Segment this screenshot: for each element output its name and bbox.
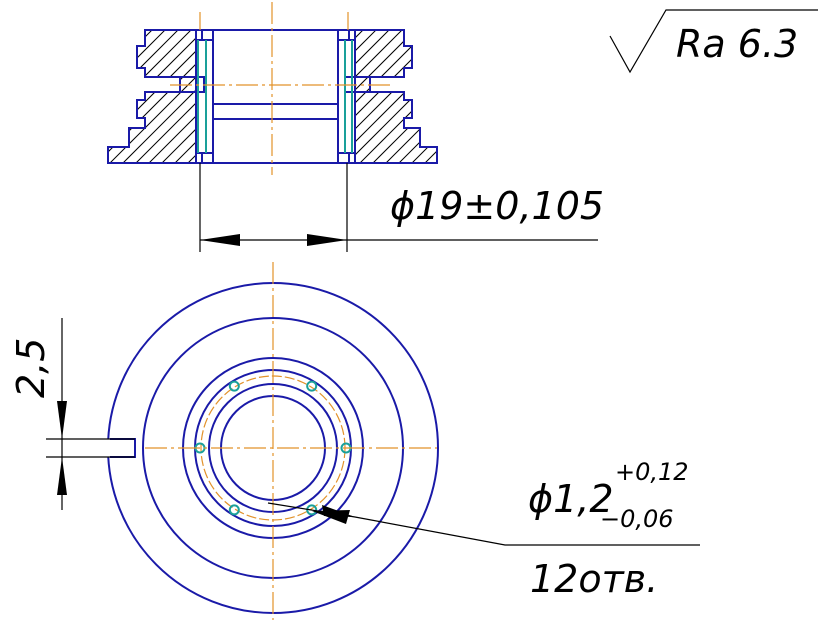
- inner-groove: [212, 103, 339, 120]
- hole-count-label: 12отв.: [530, 557, 658, 601]
- left-wall: [195, 29, 214, 164]
- hole-leader: ϕ1,2 +0,12 −0,06 12отв.: [267, 458, 700, 601]
- diameter-dimension: ϕ19±0,105: [199, 163, 604, 252]
- section-view: [107, 2, 438, 175]
- hole: [306, 380, 318, 392]
- section-outline-left: [107, 29, 196, 164]
- slot-depth-dimension: 2,5: [9, 318, 67, 510]
- roughness-label: Ra 6.3: [676, 22, 798, 66]
- roughness-symbol: Ra 6.3: [609, 9, 818, 74]
- hole-diameter-label: ϕ1,2: [528, 477, 614, 521]
- hole: [228, 504, 240, 516]
- slot-depth-label: 2,5: [9, 338, 53, 398]
- section-hatching: [108, 30, 196, 163]
- plan-view: [46, 262, 439, 620]
- section-outline-right: [355, 29, 438, 164]
- hole: [228, 380, 240, 392]
- diameter-label: ϕ19±0,105: [390, 184, 604, 228]
- section-hatching-right: [355, 30, 437, 163]
- hole-tolerance-lower: −0,06: [600, 505, 674, 533]
- hole-tolerance-upper: +0,12: [615, 458, 689, 486]
